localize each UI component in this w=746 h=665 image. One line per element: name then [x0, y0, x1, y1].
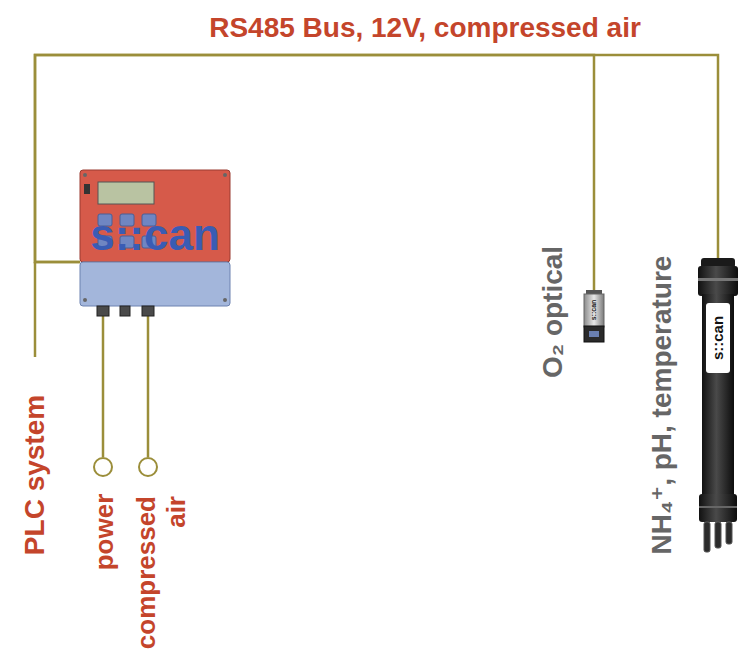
housing-top	[80, 170, 230, 262]
logo-text: s::can	[709, 316, 726, 360]
probe-tip	[584, 326, 604, 342]
logo-plate	[706, 303, 730, 373]
logo-text: s::can	[590, 300, 598, 321]
bus-label: RS485 Bus, 12V, compressed air	[209, 12, 641, 44]
system-label: PLC system	[19, 395, 51, 555]
screw	[223, 298, 227, 302]
bus-wire	[35, 55, 718, 262]
logo-text: s::can	[90, 210, 220, 261]
probe-collar	[699, 494, 737, 522]
screw	[83, 298, 87, 302]
probe-body	[702, 294, 734, 494]
housing-bottom	[80, 262, 230, 306]
screw	[83, 173, 87, 177]
terminal-label: compressed air	[132, 496, 192, 656]
probe-body	[584, 294, 604, 327]
controller-box: s::can	[80, 170, 230, 306]
probe-band	[698, 278, 738, 281]
cable-gland	[120, 306, 130, 316]
terminal-label: power	[90, 494, 120, 571]
electrode	[726, 522, 732, 544]
display	[98, 182, 154, 204]
cable-gland	[97, 306, 109, 316]
bus-wire	[147, 306, 150, 457]
plc-wire	[34, 262, 37, 357]
optical-window	[589, 331, 599, 337]
sensor-probe: s::canNH₄⁺, pH, temperature	[698, 258, 738, 558]
probe-band	[699, 506, 737, 508]
sensor-label: O₂ optical	[537, 246, 569, 378]
sensor-probe: s::canO₂ optical	[584, 290, 604, 342]
cable-gland	[142, 306, 154, 316]
circle-drawing	[95, 459, 96, 460]
probe-head	[698, 266, 738, 296]
bus-wire	[35, 55, 594, 290]
o2-drawing	[584, 290, 604, 354]
usb-slot	[84, 184, 90, 194]
electrode	[704, 522, 710, 552]
circle-drawing	[140, 459, 141, 460]
bus-wire	[102, 306, 105, 457]
screw	[223, 173, 227, 177]
terminal-circle: compressed air	[138, 457, 158, 477]
nh4-drawing	[698, 258, 738, 570]
electrode	[715, 522, 721, 548]
sensor-label: NH₄⁺, pH, temperature	[646, 256, 678, 555]
terminal-circle: power	[93, 457, 113, 477]
